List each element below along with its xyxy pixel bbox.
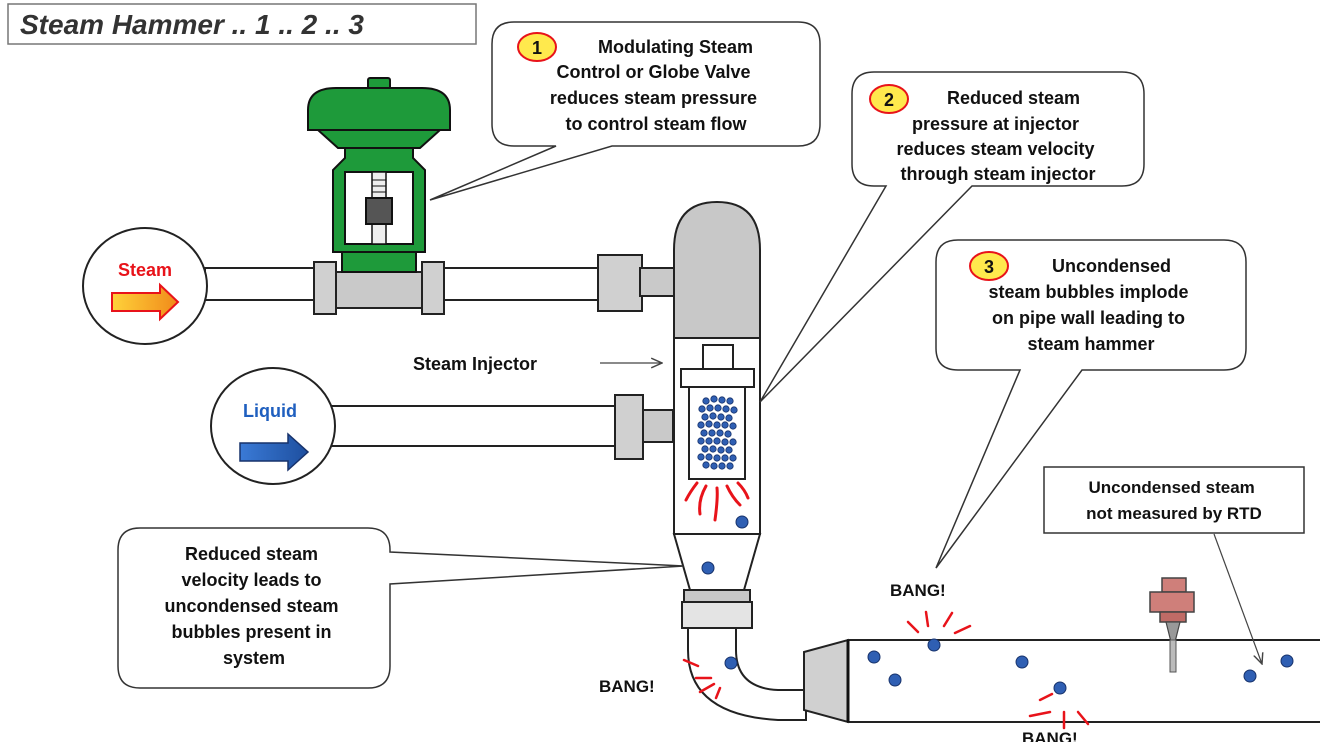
steam-arrow-icon bbox=[111, 282, 180, 322]
steam-jets bbox=[684, 481, 750, 522]
callout-3-text: Uncondensed steam bubbles implode on pip… bbox=[988, 256, 1193, 354]
callout-velocity-text: Reduced steam velocity leads to unconden… bbox=[164, 544, 343, 668]
liquid-label: Liquid bbox=[243, 401, 297, 421]
control-valve bbox=[307, 77, 451, 273]
callout-2-badge bbox=[869, 84, 909, 114]
steam-inlet-pipe bbox=[204, 267, 326, 301]
outlet-pipe bbox=[847, 639, 1320, 723]
callout-2-text: Reduced steam pressure at injector reduc… bbox=[896, 88, 1099, 184]
outlet-reducer bbox=[803, 638, 849, 724]
pipe-bubbles bbox=[867, 638, 1294, 695]
callout-1-badge bbox=[517, 32, 557, 62]
callout-1: 1 Modulating Steam Control or Globe Valv… bbox=[429, 21, 821, 201]
steam-label: Steam bbox=[118, 260, 172, 280]
liquid-inlet-pipe bbox=[329, 405, 619, 447]
injector-steam-stub bbox=[639, 267, 675, 297]
bang-label-3: BANG! bbox=[1022, 729, 1078, 742]
callout-3-number: 3 bbox=[984, 257, 994, 277]
callout-1-number: 1 bbox=[532, 38, 542, 58]
callout-2-number: 2 bbox=[884, 90, 894, 110]
steam-inlet-flange bbox=[313, 261, 337, 315]
bang-marks bbox=[682, 610, 1090, 730]
nozzle-holes bbox=[697, 395, 738, 470]
injector-steam-flange bbox=[597, 254, 643, 312]
steam-input: Steam bbox=[82, 227, 208, 345]
steam-line-to-injector bbox=[443, 267, 601, 301]
liquid-inlet-stub bbox=[642, 409, 674, 443]
bang-label-1: BANG! bbox=[890, 581, 946, 600]
rtd-sensor bbox=[1149, 577, 1195, 673]
page-title: Steam Hammer .. 1 .. 2 .. 3 bbox=[20, 9, 364, 40]
liquid-arrow-icon bbox=[239, 432, 310, 472]
steam-injector bbox=[672, 200, 762, 629]
callout-1-text: Modulating Steam Control or Globe Valve … bbox=[550, 37, 762, 134]
valve-outlet-flange bbox=[421, 261, 445, 315]
liquid-input: Liquid bbox=[210, 367, 336, 485]
title-box: Steam Hammer .. 1 .. 2 .. 3 bbox=[7, 3, 477, 45]
callout-velocity: Reduced steam velocity leads to unconden… bbox=[117, 527, 685, 689]
bang-label-2: BANG! bbox=[599, 677, 655, 696]
liquid-inlet-flange bbox=[614, 394, 644, 460]
callout-3-badge bbox=[969, 251, 1009, 281]
callout-rtd-text: Uncondensed steam not measured by RTD bbox=[1086, 478, 1262, 523]
outlet-elbow bbox=[687, 627, 807, 721]
steam-injector-label: Steam Injector bbox=[413, 354, 537, 374]
valve-body-pipe bbox=[335, 271, 423, 309]
callout-2: 2 Reduced steam pressure at injector red… bbox=[759, 71, 1145, 403]
callout-rtd: Uncondensed steam not measured by RTD bbox=[1043, 466, 1305, 664]
callout-3: 3 Uncondensed steam bubbles implode on p… bbox=[935, 239, 1247, 569]
